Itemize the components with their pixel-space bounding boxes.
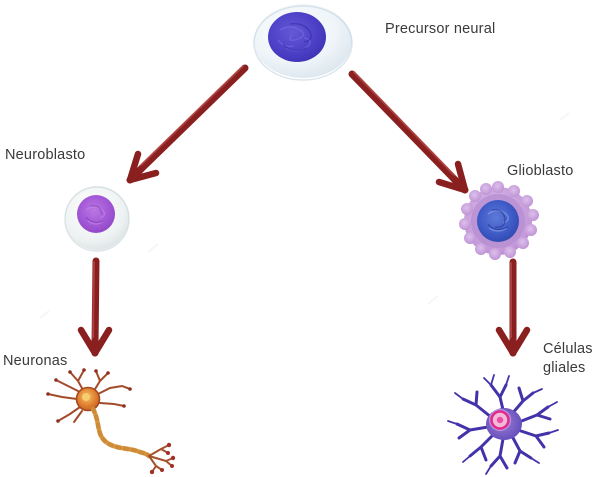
neuron-icon	[46, 368, 176, 475]
precursor-cell-icon	[253, 4, 353, 81]
glioblasto-cell-icon	[459, 181, 539, 260]
label-celulas-gliales: Células gliales	[543, 341, 593, 376]
background-smudges	[39, 112, 570, 319]
label-neuronas: Neuronas	[3, 353, 68, 369]
label-glioblasto: Glioblasto	[507, 163, 574, 179]
glial-cell-icon	[447, 374, 559, 475]
arrow-glioblasto-to-celulas-icon	[495, 258, 531, 357]
label-precursor-neural: Precursor neural	[385, 21, 496, 37]
label-neuroblasto: Neuroblasto	[5, 147, 86, 163]
arrow-precursor-to-glioblasto-icon	[348, 70, 469, 194]
arrow-neuroblasto-to-neuronas-icon	[77, 257, 113, 357]
neuroblasto-cell-icon	[64, 186, 130, 252]
arrow-precursor-to-neuroblasto-icon	[126, 64, 249, 184]
